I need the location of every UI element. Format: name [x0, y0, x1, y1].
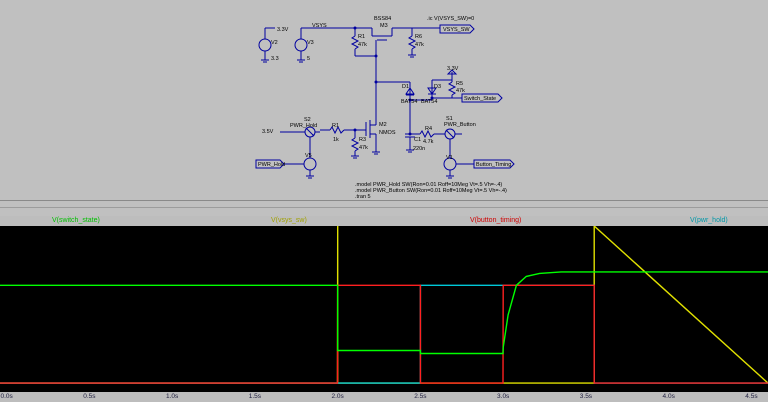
- splitter-grip[interactable]: [0, 207, 768, 208]
- plot-area[interactable]: [0, 226, 768, 392]
- x-tick-label: 2.0s: [331, 393, 344, 400]
- pane-splitter[interactable]: [0, 200, 768, 216]
- source-value-v3: 5: [307, 56, 310, 62]
- net-label-vsys: VSYS: [312, 23, 327, 29]
- net-label-switch-state: Switch_State: [464, 96, 496, 102]
- trace-switch-state[interactable]: [0, 271, 768, 355]
- resistor-value-r6: 47k: [415, 42, 424, 48]
- source-label-v1: V1: [446, 155, 453, 161]
- resistor-r6[interactable]: [407, 27, 440, 58]
- net-label-button-timing: Button_Timing: [476, 162, 511, 168]
- x-tick-label: 1.0s: [165, 393, 179, 400]
- trace-legend: V(switch_state) V(vsys_sw) V(button_timi…: [0, 216, 768, 226]
- mosfet-model-m2: NMOS: [379, 130, 396, 136]
- resistor-value-r1-1k: 1k: [333, 137, 339, 143]
- net-flag-button-timing[interactable]: [473, 159, 515, 169]
- voltage-source-v2[interactable]: [258, 27, 275, 63]
- voltage-source-v3[interactable]: [294, 27, 355, 63]
- diode-d3[interactable]: [410, 79, 452, 101]
- capacitor-c1[interactable]: [405, 100, 415, 153]
- switch-model-s2: PWR_Hold: [290, 123, 317, 129]
- source-label-v5: V5: [305, 153, 312, 159]
- net-flag-switch-state[interactable]: [461, 93, 503, 103]
- waveform-viewer[interactable]: V(switch_state) V(vsys_sw) V(button_timi…: [0, 216, 768, 402]
- switch-s1[interactable]: [444, 128, 462, 150]
- net-label-vsys-sw: VSYS_SW: [443, 27, 470, 33]
- source-label-v2: V2: [271, 40, 278, 46]
- spice-directive-tran[interactable]: .tran 5: [355, 194, 371, 200]
- resistor-r1-1k[interactable]: [320, 125, 366, 135]
- mosfet-label-m2: M2: [379, 122, 387, 128]
- diode-model-d1: BAT54: [401, 99, 417, 105]
- x-tick-label: 0.5s: [83, 393, 96, 400]
- diode-d1[interactable]: [405, 87, 415, 96]
- trace-button-timing[interactable]: [0, 284, 768, 384]
- resistor-r4[interactable]: [410, 129, 445, 139]
- switch-label-s2: S2: [304, 117, 311, 123]
- spice-directive-model-pwr-hold[interactable]: .model PWR_Hold SW(Ron=0.01 Roff=10Meg V…: [355, 182, 502, 188]
- net-flag-vsys-sw[interactable]: [439, 24, 475, 34]
- switch-model-s1: PWR_Button: [444, 122, 476, 128]
- x-axis: 0.0s 0.5s 1.0s 1.5s 2.0s 2.5s 3.0s 3.5s 4.0s 4.5s: [0, 392, 768, 402]
- mosfet-m2[interactable]: [365, 118, 380, 155]
- net-label-3v3: 3.3V: [277, 27, 289, 33]
- net-label-3v5: 3.5V: [262, 129, 274, 135]
- x-tick-label: 0.0s: [0, 393, 13, 400]
- x-tick-label: 3.0s: [497, 393, 510, 400]
- trace-vsys-sw[interactable]: [0, 226, 768, 384]
- spice-directive-ic[interactable]: .ic V(VSYS_SW)=0: [427, 16, 474, 22]
- resistor-r5[interactable]: [432, 69, 462, 99]
- net-label-3v3-r5: 3.3V: [447, 66, 459, 72]
- x-tick-label: 3.5s: [579, 393, 593, 400]
- resistor-r1[interactable]: [350, 28, 376, 57]
- resistor-value-r5: 47k: [456, 88, 465, 94]
- net-label-pwr-hold: PWR_Hold: [258, 162, 285, 168]
- resistor-label-r1: R1: [358, 34, 365, 40]
- mosfet-m3[interactable]: [355, 27, 412, 56]
- mosfet-model-m3: BSS84: [374, 16, 391, 22]
- resistor-value-r3: 47k: [359, 145, 368, 151]
- trace-label-button-timing[interactable]: V(button_timing): [470, 217, 522, 224]
- resistor-label-r1-1k: R1: [332, 123, 339, 129]
- source-value-v2: 3.3: [271, 56, 279, 62]
- x-tick-label: 4.0s: [662, 393, 675, 400]
- x-tick-label: 1.5s: [248, 393, 262, 400]
- resistor-value-r4: 4.7k: [423, 139, 434, 145]
- trace-pwr-hold[interactable]: [0, 284, 768, 384]
- resistor-label-r3: R3: [359, 137, 366, 143]
- spice-directive-model-pwr-button[interactable]: .model PWR_Button SW(Ron=0.01 Roff=10Meg…: [355, 188, 507, 194]
- trace-label-pwr-hold[interactable]: V(pwr_hold): [690, 217, 728, 224]
- resistor-label-r5: R5: [456, 81, 463, 87]
- schematic-canvas[interactable]: V2 3.3 V3 5 V5 V1 3.3V VSYS VSYS_SW 3.3V…: [0, 0, 768, 200]
- diode-model-d3: BAT54: [421, 99, 437, 105]
- resistor-r3[interactable]: [350, 130, 360, 159]
- resistor-value-r1: 47k: [358, 42, 367, 48]
- net-flag-pwr-hold[interactable]: [255, 159, 285, 169]
- source-label-v3: V3: [307, 40, 314, 46]
- voltage-source-v1[interactable]: [443, 150, 474, 179]
- trace-label-switch-state[interactable]: V(switch_state): [52, 217, 100, 224]
- resistor-label-r4: R4: [425, 126, 432, 132]
- resistor-label-r6: R6: [415, 34, 422, 40]
- mosfet-label-m3: M3: [380, 23, 388, 29]
- diode-label-d3: D3: [434, 84, 441, 90]
- x-tick-label: 2.5s: [414, 393, 427, 400]
- trace-label-vsys-sw[interactable]: V(vsys_sw): [271, 217, 307, 224]
- capacitor-label-c1: C1: [414, 137, 421, 143]
- diode-label-d1: D1: [402, 84, 409, 90]
- switch-label-s1: S1: [446, 116, 453, 122]
- capacitor-value-c1: 220n: [413, 146, 425, 152]
- switch-s2[interactable]: [280, 126, 320, 150]
- x-tick-label: 4.5s: [745, 393, 758, 400]
